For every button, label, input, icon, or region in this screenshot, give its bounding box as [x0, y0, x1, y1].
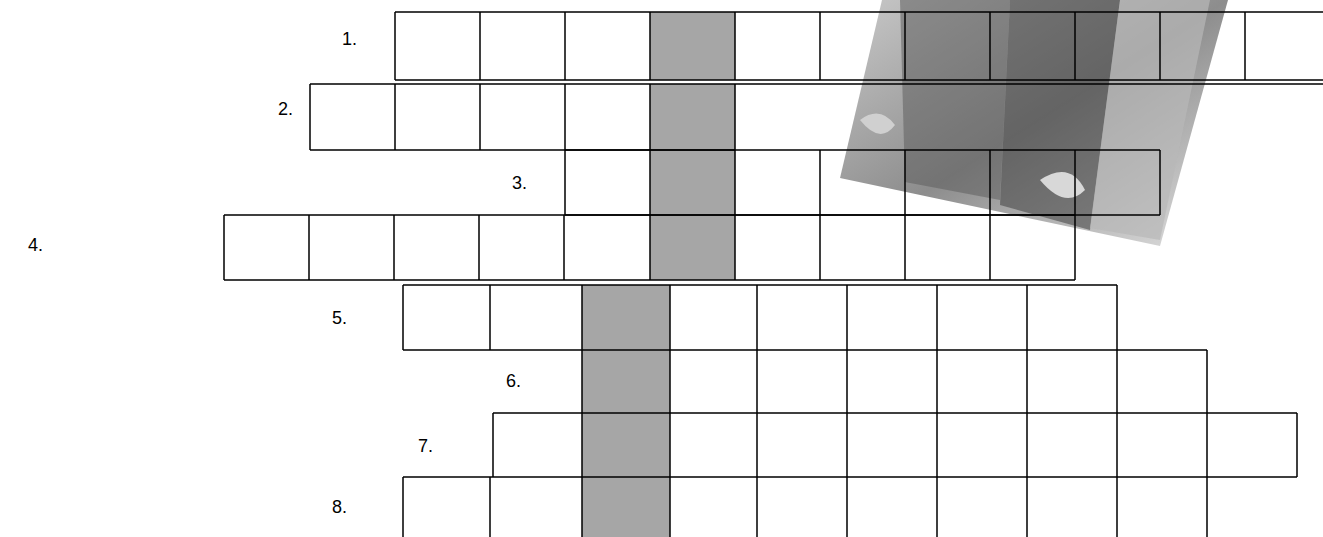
clue-number: 8.: [332, 498, 347, 516]
clue-number: 2.: [278, 100, 293, 118]
clue-number: 4.: [28, 236, 43, 254]
clue-number: 6.: [506, 372, 521, 390]
solution-column: [582, 12, 735, 537]
clue-number: 7.: [418, 437, 433, 455]
portrait-photo: [840, 0, 1228, 246]
clue-number: 1.: [342, 30, 357, 48]
grid-cells: [224, 12, 1323, 537]
clue-number: 5.: [332, 309, 347, 327]
clue-number: 3.: [512, 174, 527, 192]
